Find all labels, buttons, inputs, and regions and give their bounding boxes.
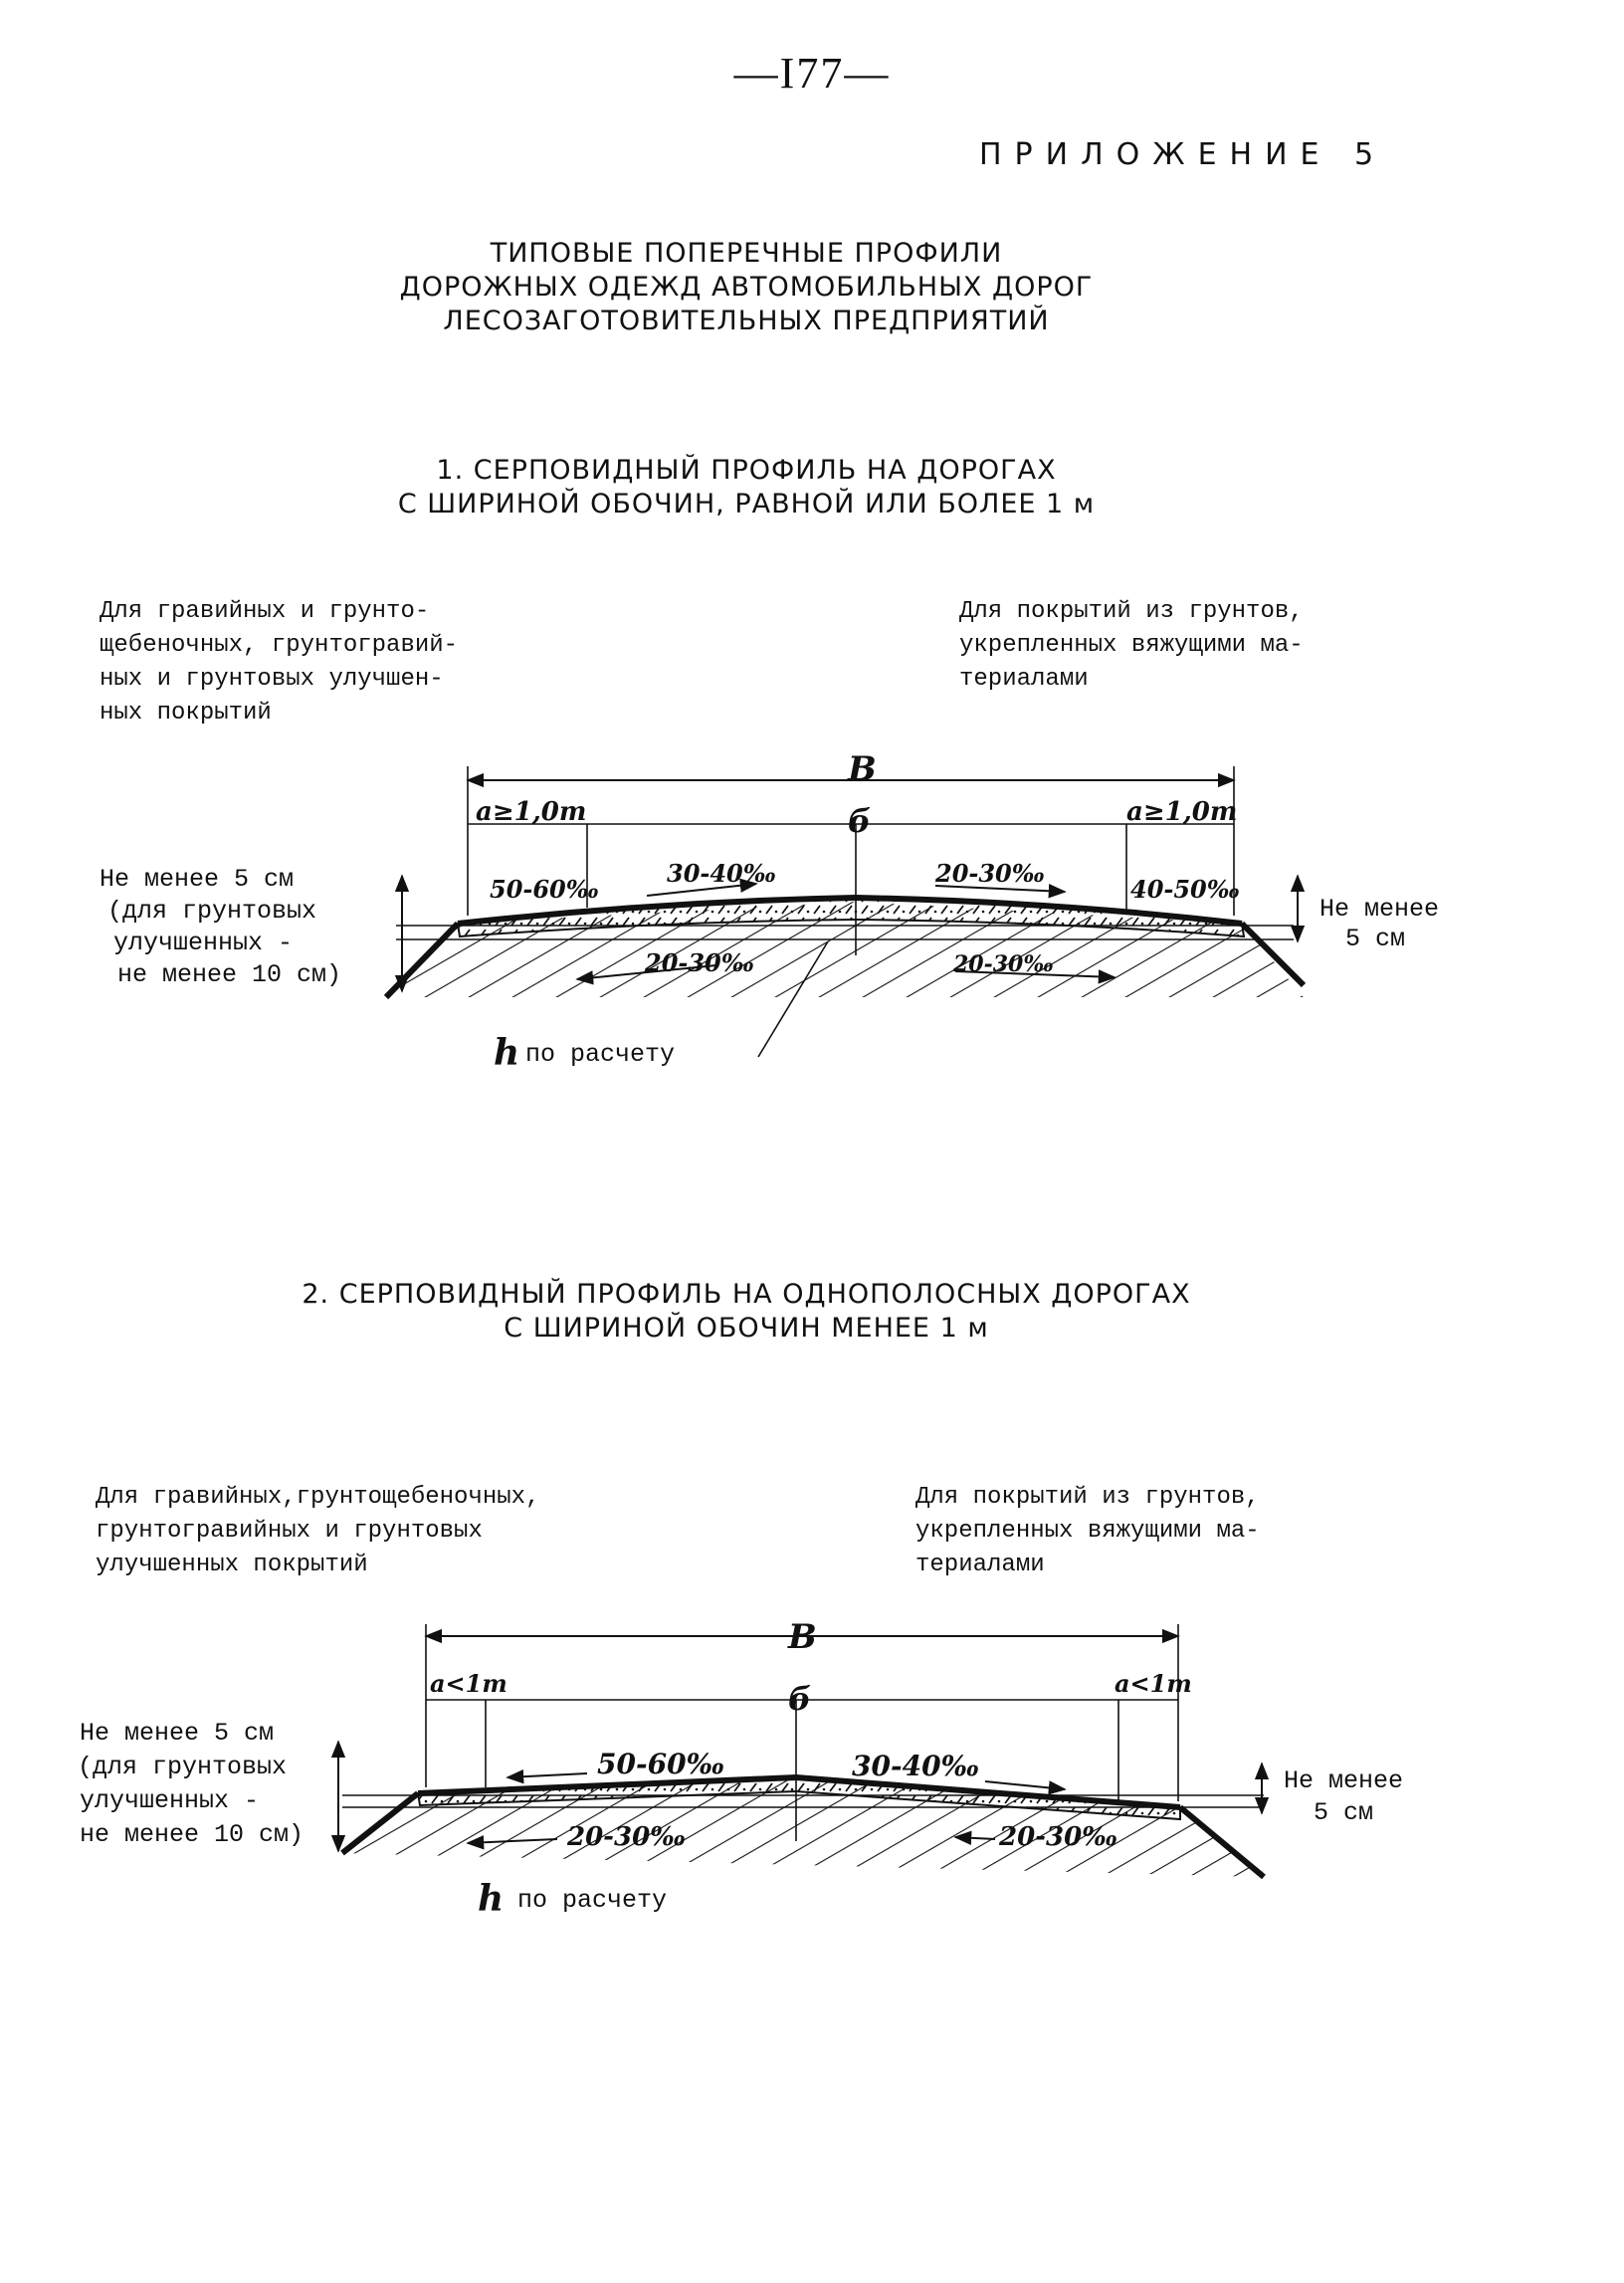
heading-line: С ШИРИНОЙ ОБОЧИН МЕНЕЕ 1 м (504, 1313, 989, 1344)
base-slope-arrow (466, 1835, 558, 1850)
depth-note-line: улучшенных - (80, 1786, 259, 1815)
right-slope (1178, 1804, 1266, 1880)
right-slope (1239, 921, 1307, 988)
base-right-label: 20-30‰ (952, 951, 1054, 977)
dimension-B-label: В (847, 749, 877, 789)
slope-arrow (934, 884, 1067, 899)
base-slope-arrow (954, 969, 1116, 984)
depth-note-line: 5 см (1345, 925, 1405, 953)
shoulder-left-label: a<1m (430, 1669, 508, 1698)
note-line: ных и грунтовых улучшен- (100, 666, 444, 693)
depth-note-line: Не менее 5 см (100, 865, 294, 894)
heading-line: 1. СЕРПОВИДНЫЙ ПРОФИЛЬ НА ДОРОГАХ (436, 455, 1057, 486)
note-line: Для гравийных и грунто- (100, 598, 430, 625)
note-line: щебеночных, грунтогравий- (100, 632, 459, 659)
base-left-label: 20-30‰ (644, 948, 754, 977)
base-right-label: 20-30‰ (998, 1822, 1117, 1852)
dimension-b-label: б (788, 1680, 811, 1718)
h-leader (757, 940, 829, 1058)
h-label: по расчету (517, 1886, 667, 1915)
shoulder-right-label: a<1m (1115, 1669, 1192, 1698)
slope-arrow (506, 1768, 588, 1784)
right-depth-note: Не менее 5 см (1320, 895, 1454, 953)
left-depth-note: Не менее 5 см (для грунтовых улучшенных … (78, 1719, 304, 1849)
h-symbol: h (494, 1032, 519, 1074)
depth-note-line: (для грунтовых (78, 1753, 287, 1781)
note-line: Для покрытий из грунтов, (959, 598, 1304, 625)
section1-heading: 1. СЕРПОВИДНЫЙ ПРОФИЛЬ НА ДОРОГАХ С ШИРИ… (0, 454, 1493, 521)
section1-profile-diagram: В б a≥1,0m a≥1,0m 50-60‰ 30-40‰ 20-30‰ 4… (100, 749, 1454, 1074)
section1-right-note: Для покрытий из грунтов, укрепленных вяж… (959, 595, 1304, 697)
title-line: ЛЕСОЗАГОТОВИТЕЛЬНЫХ ПРЕДПРИЯТИЙ (443, 306, 1050, 336)
section1-left-note: Для гравийных и грунто- щебеночных, грун… (100, 595, 458, 730)
heading-line: С ШИРИНОЙ ОБОЧИН, РАВНОЙ ИЛИ БОЛЕЕ 1 м (397, 489, 1096, 519)
depth-note-line: Не менее (1320, 895, 1439, 924)
slope-left-lane-label: 30-40‰ (667, 859, 776, 888)
right-depth-note: Не менее 5 см (1284, 1766, 1418, 1827)
depth-note-line: Не менее (1284, 1766, 1403, 1795)
section2-right-note: Для покрытий из грунтов, укрепленных вяж… (915, 1481, 1260, 1582)
note-line: Для гравийных,грунтощебеночных, (96, 1484, 540, 1511)
slope-left-shoulder-label: 50-60‰ (490, 875, 599, 904)
left-depth-note: Не менее 5 см (для грунтовых улучшенных … (100, 865, 341, 989)
left-slope (340, 1790, 420, 1856)
base-slope-arrow (953, 1830, 996, 1846)
note-line: улучшенных покрытий (96, 1552, 368, 1578)
section2-profile-diagram: В б a<1m a<1m 50-60‰ 30-40‰ 20-30‰ 20-30… (78, 1617, 1418, 1920)
appendix-label: ПРИЛОЖЕНИЕ 5 (979, 137, 1387, 172)
note-line: грунтогравийных и грунтовых (96, 1518, 483, 1545)
slope-right-lane-label: 30-40‰ (852, 1750, 979, 1782)
section2-heading: 2. СЕРПОВИДНЫЙ ПРОФИЛЬ НА ОДНОПОЛОСНЫХ Д… (0, 1278, 1493, 1346)
h-label: по расчету (525, 1040, 675, 1069)
base-slope-arrow (575, 964, 717, 985)
shoulder-left-label: a≥1,0m (476, 797, 586, 827)
base-left-label: 20-30‰ (566, 1822, 686, 1852)
slope-right-lane-label: 20-30‰ (934, 859, 1045, 888)
dimension-b-label: б (848, 802, 871, 840)
heading-line: 2. СЕРПОВИДНЫЙ ПРОФИЛЬ НА ОДНОПОЛОСНЫХ Д… (302, 1279, 1191, 1310)
page-number: —I77— (733, 49, 891, 98)
depth-note-line: Не менее 5 см (80, 1719, 274, 1748)
depth-note-line: не менее 10 см) (80, 1820, 304, 1849)
note-line: ных покрытий (100, 700, 272, 726)
slope-left-lane-label: 50-60‰ (597, 1748, 724, 1780)
slope-arrow (984, 1780, 1067, 1795)
shoulder-right-label: a≥1,0m (1126, 797, 1237, 827)
slope-right-shoulder-label: 40-50‰ (1130, 875, 1240, 904)
note-line: укрепленных вяжущими ма- (915, 1518, 1260, 1545)
h-symbol: h (478, 1878, 504, 1920)
dimension-B-label: В (787, 1617, 817, 1657)
depth-note-line: улучшенных - (113, 929, 293, 957)
section2-left-note: Для гравийных,грунтощебеночных, грунтогр… (96, 1481, 539, 1582)
note-line: териалами (959, 666, 1089, 693)
note-line: Для покрытий из грунтов, (915, 1484, 1260, 1511)
note-line: укрепленных вяжущими ма- (959, 632, 1304, 659)
depth-note-line: не менее 10 см) (117, 960, 341, 989)
title-line: ТИПОВЫЕ ПОПЕРЕЧНЫЕ ПРОФИЛИ (490, 238, 1003, 269)
note-line: териалами (915, 1552, 1045, 1578)
depth-note-line: (для грунтовых (107, 897, 316, 926)
slope-arrow (646, 878, 758, 897)
document-title: ТИПОВЫЕ ПОПЕРЕЧНЫЕ ПРОФИЛИ ДОРОЖНЫХ ОДЕЖ… (0, 237, 1493, 338)
depth-note-line: 5 см (1314, 1798, 1373, 1827)
title-line: ДОРОЖНЫХ ОДЕЖД АВТОМОБИЛЬНЫХ ДОРОГ (399, 272, 1094, 303)
